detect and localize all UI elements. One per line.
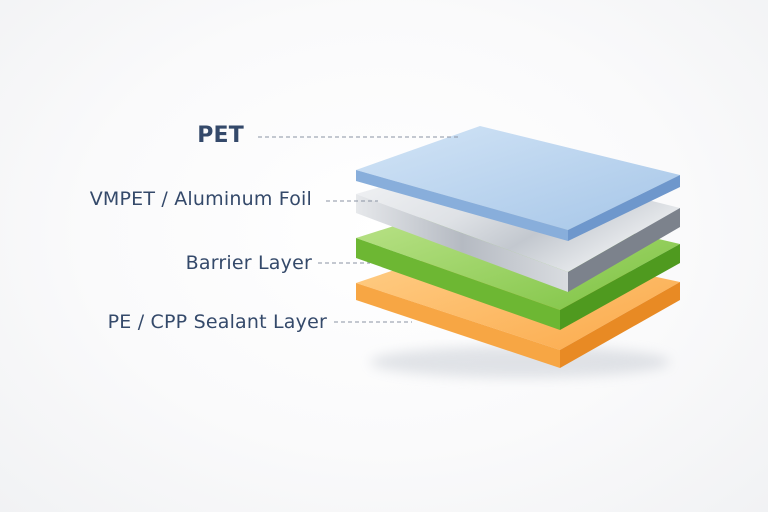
sealant-side-face: [560, 282, 680, 368]
vmpet-front-face: [356, 194, 568, 292]
label-vmpet-aluminum-foil: VMPET / Aluminum Foil: [89, 188, 312, 210]
sealant-front-face: [356, 283, 560, 368]
label-pet: PET: [197, 123, 244, 148]
vmpet-side-face: [568, 208, 680, 292]
label-sealant-layer: PE / CPP Sealant Layer: [107, 311, 327, 333]
label-barrier-layer: Barrier Layer: [185, 252, 312, 274]
pet-front-face: [356, 170, 568, 241]
barrier-side-face: [560, 244, 680, 330]
pet-side-face: [568, 175, 680, 241]
stack-shadow: [370, 346, 670, 378]
layer-pet: [356, 126, 680, 241]
barrier-front-face: [356, 238, 560, 330]
pet-top-face: [356, 126, 680, 230]
